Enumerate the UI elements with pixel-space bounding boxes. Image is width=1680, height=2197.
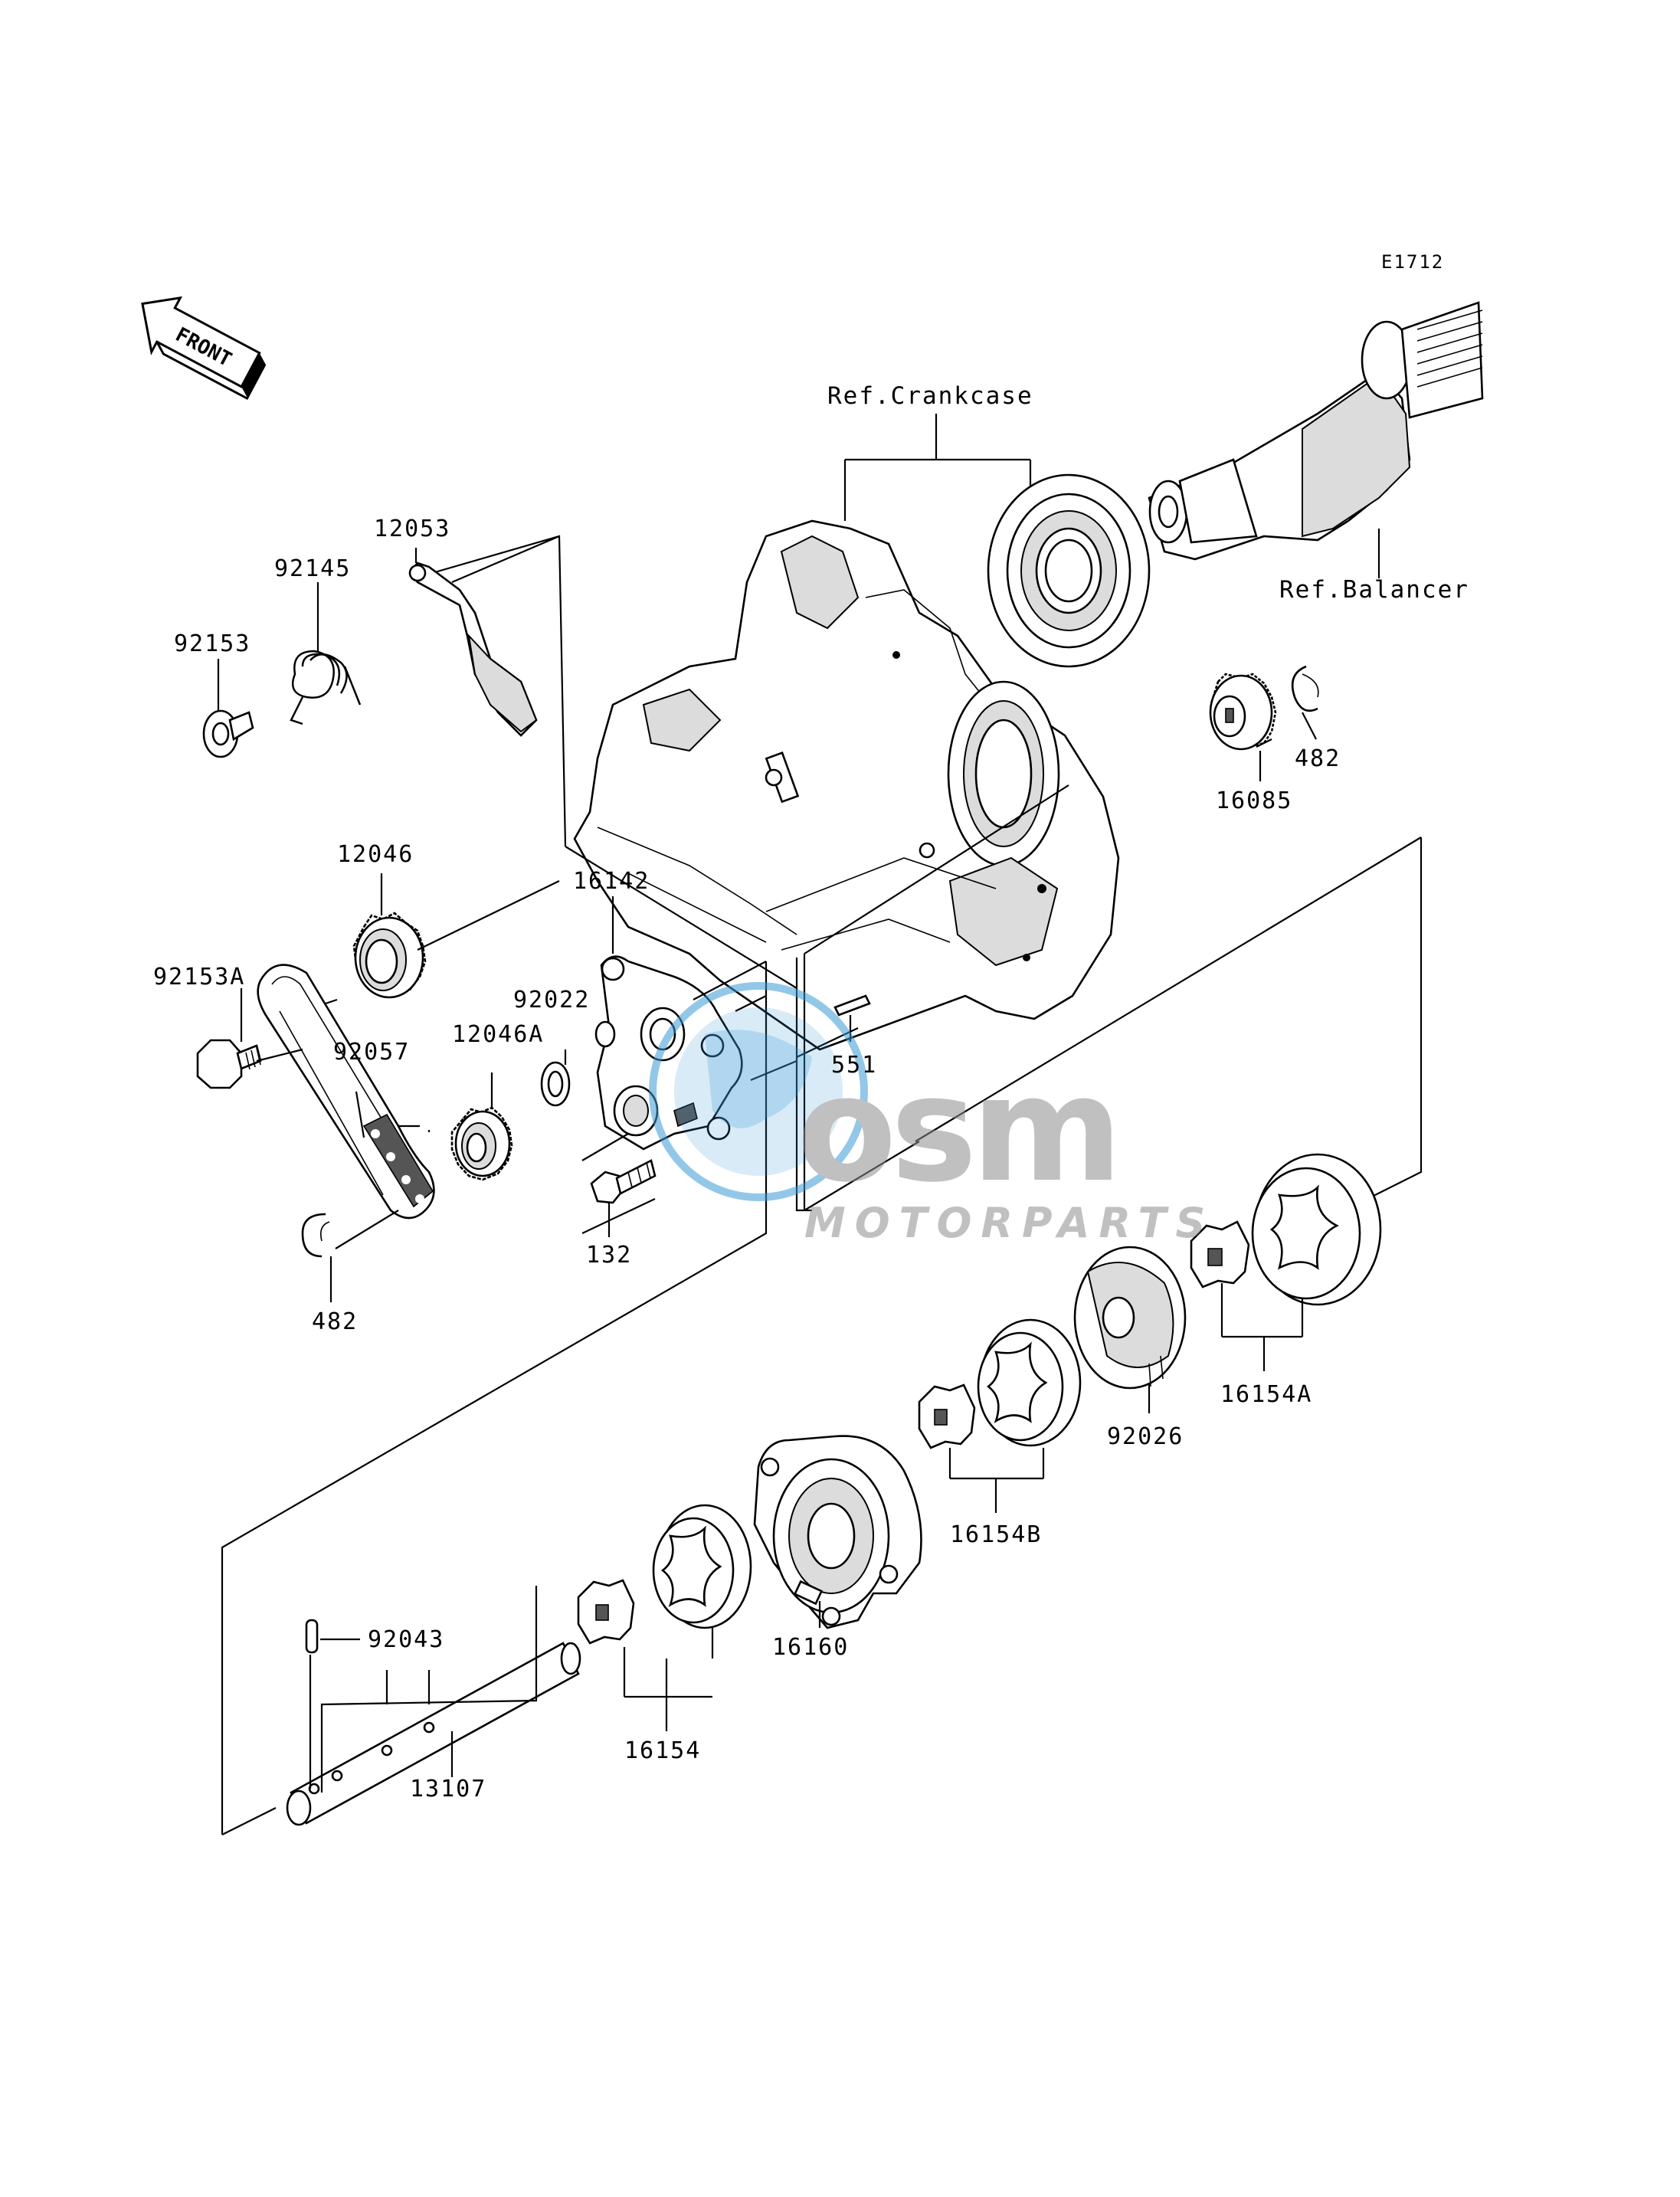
label-92022: 92022 (513, 987, 590, 1013)
label-13107: 13107 (410, 1776, 486, 1802)
part-16154-rotors (577, 1504, 752, 1645)
label-92153A: 92153A (153, 964, 245, 990)
label-92043: 92043 (368, 1626, 444, 1653)
lower-leader-lines (309, 1283, 1304, 1793)
part-482-right-clip (1291, 665, 1319, 712)
label-12053: 12053 (374, 516, 450, 542)
part-16142-cover (594, 955, 743, 1151)
crankcase-leader-lines (413, 535, 797, 989)
part-12053-bracket (408, 562, 538, 737)
label-12046: 12046 (337, 841, 414, 868)
label-16085: 16085 (1216, 787, 1292, 814)
balancer-shaft (1148, 301, 1484, 561)
crankcase-bracket (843, 414, 1032, 521)
label-16154A: 16154A (1220, 1381, 1312, 1408)
label-16154B: 16154B (950, 1521, 1042, 1548)
label-92026: 92026 (1107, 1423, 1184, 1450)
part-16154A-rotors (1190, 1153, 1382, 1306)
watermark-logo: osm MOTORPARTS (649, 982, 1214, 1247)
label-92153: 92153 (174, 630, 251, 657)
part-92153-bolt (202, 709, 254, 758)
part-16154B-rotors (918, 1318, 1082, 1449)
part-92057-chain (257, 964, 435, 1220)
part-16085-gear (1209, 673, 1277, 751)
part-92145-spring (290, 650, 362, 725)
part-92043-pin (305, 1619, 319, 1654)
ref-balancer-label: Ref.Balancer (1279, 576, 1469, 604)
label-16160: 16160 (772, 1634, 849, 1661)
part-92153A-bolt (196, 1039, 262, 1089)
label-132: 132 (586, 1242, 632, 1269)
label-92145: 92145 (274, 555, 351, 582)
part-16160-body (753, 1435, 922, 1629)
label-16142: 16142 (573, 868, 650, 895)
label-16154: 16154 (624, 1737, 701, 1764)
ref-crankcase-label: Ref.Crankcase (827, 382, 1033, 410)
part-92022-washer (540, 1061, 571, 1107)
watermark-brand: osm (797, 1045, 1117, 1214)
label-482-left: 482 (312, 1308, 358, 1335)
watermark-subtitle: MOTORPARTS (804, 1199, 1214, 1247)
leader-lines (217, 548, 1317, 1302)
part-92026-plate (1073, 1246, 1187, 1390)
part-132-bolt (590, 1159, 657, 1204)
part-13107-shaft (286, 1642, 581, 1826)
label-92057: 92057 (333, 1039, 410, 1066)
front-arrow-icon: FRONT (141, 296, 267, 401)
part-12046A-sprocket (450, 1106, 513, 1181)
label-482-right: 482 (1295, 745, 1341, 772)
part-12046-sprocket (352, 912, 427, 999)
part-482-left-clip (301, 1213, 330, 1258)
crankcase-housing (573, 519, 1120, 1051)
label-551: 551 (831, 1052, 877, 1079)
crankcase-bearing (987, 473, 1151, 668)
part-551-pin (833, 994, 871, 1017)
label-12046A: 12046A (452, 1021, 544, 1048)
diagram-code: E1712 (1381, 251, 1444, 273)
